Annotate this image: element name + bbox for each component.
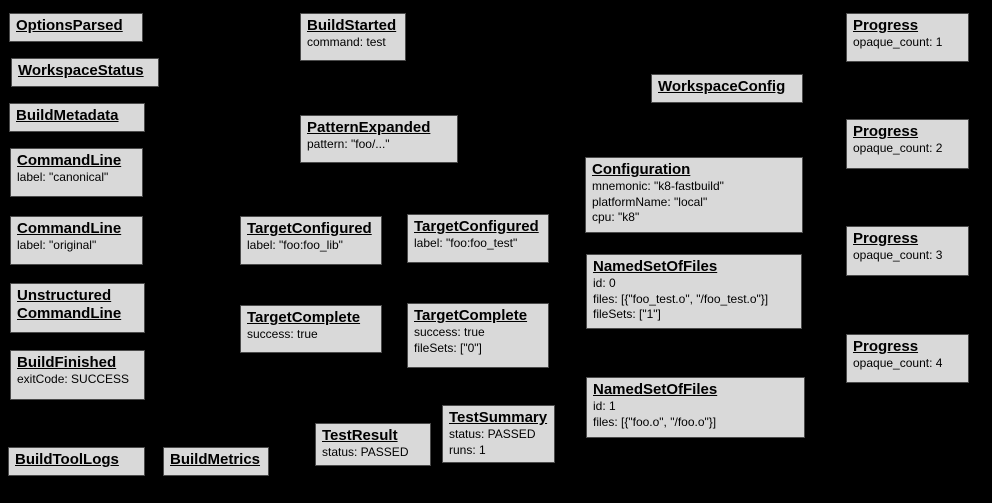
node-title: PatternExpanded xyxy=(307,119,431,136)
node-title: TargetComplete xyxy=(414,307,528,324)
node-field: opaque_count: 4 xyxy=(853,356,943,371)
node-title: CommandLine xyxy=(17,152,122,169)
node-title: Progress xyxy=(853,123,919,140)
node-field: runs: 1 xyxy=(449,442,486,457)
node-field: success: true xyxy=(414,325,485,340)
node-title: TargetConfigured xyxy=(414,218,539,235)
node-field: fileSets: ["0"] xyxy=(414,340,482,355)
node-unstructured-command-line: Unstructured CommandLine xyxy=(10,283,145,333)
node-field: status: PASSED xyxy=(449,427,536,442)
node-field: label: "foo:foo_lib" xyxy=(247,238,343,253)
node-progress-1: Progress opaque_count: 1 xyxy=(846,13,969,62)
node-test-result: TestResult status: PASSED xyxy=(315,423,431,466)
node-field: id: 1 xyxy=(593,399,616,414)
node-target-complete-test: TargetComplete success: true fileSets: [… xyxy=(407,303,549,368)
node-title: TestSummary xyxy=(449,409,548,426)
node-title: Progress xyxy=(853,338,919,355)
node-workspace-config: WorkspaceConfig xyxy=(651,74,803,103)
node-title: TargetComplete xyxy=(247,309,361,326)
node-field: files: [{"foo_test.o", "/foo_test.o"}] xyxy=(593,291,769,306)
node-target-configured-lib: TargetConfigured label: "foo:foo_lib" xyxy=(240,216,382,265)
node-title: TestResult xyxy=(322,427,398,444)
node-target-complete-lib: TargetComplete success: true xyxy=(240,305,382,353)
node-title: OptionsParsed xyxy=(16,17,123,34)
node-field: cpu: "k8" xyxy=(592,210,640,225)
node-build-metrics: BuildMetrics xyxy=(163,447,269,476)
node-build-tool-logs: BuildToolLogs xyxy=(8,447,145,476)
node-field: pattern: "foo/..." xyxy=(307,137,390,152)
node-field: status: PASSED xyxy=(322,445,409,460)
node-field: id: 0 xyxy=(593,276,616,291)
node-field: label: "canonical" xyxy=(17,170,109,185)
node-field: label: "original" xyxy=(17,238,97,253)
node-build-started: BuildStarted command: test xyxy=(300,13,406,61)
node-title: WorkspaceConfig xyxy=(658,78,786,95)
node-title: Progress xyxy=(853,17,919,34)
node-title: NamedSetOfFiles xyxy=(593,258,718,275)
node-title: NamedSetOfFiles xyxy=(593,381,718,398)
node-progress-2: Progress opaque_count: 2 xyxy=(846,119,969,169)
node-configuration: Configuration mnemonic: "k8-fastbuild" p… xyxy=(585,157,803,233)
node-field: fileSets: ["1"] xyxy=(593,307,661,322)
node-test-summary: TestSummary status: PASSED runs: 1 xyxy=(442,405,555,463)
node-command-line-original: CommandLine label: "original" xyxy=(10,216,143,265)
node-field: label: "foo:foo_test" xyxy=(414,236,518,251)
node-named-set-of-files-1: NamedSetOfFiles id: 1 files: [{"foo.o", … xyxy=(586,377,805,438)
node-title: TargetConfigured xyxy=(247,220,372,237)
node-command-line-canonical: CommandLine label: "canonical" xyxy=(10,148,143,197)
node-pattern-expanded: PatternExpanded pattern: "foo/..." xyxy=(300,115,458,163)
node-field: opaque_count: 2 xyxy=(853,141,943,156)
node-field: opaque_count: 3 xyxy=(853,248,943,263)
node-field: platformName: "local" xyxy=(592,194,708,209)
node-field: command: test xyxy=(307,35,386,50)
node-title: Progress xyxy=(853,230,919,247)
node-named-set-of-files-0: NamedSetOfFiles id: 0 files: [{"foo_test… xyxy=(586,254,802,329)
node-field: opaque_count: 1 xyxy=(853,35,943,50)
node-field: files: [{"foo.o", "/foo.o"}] xyxy=(593,414,717,429)
node-title: Unstructured CommandLine xyxy=(17,287,122,323)
node-field: mnemonic: "k8-fastbuild" xyxy=(592,179,724,194)
node-title: BuildMetadata xyxy=(16,107,119,124)
node-title: Configuration xyxy=(592,161,691,178)
node-title: WorkspaceStatus xyxy=(18,62,144,79)
node-progress-3: Progress opaque_count: 3 xyxy=(846,226,969,276)
node-progress-4: Progress opaque_count: 4 xyxy=(846,334,969,383)
node-target-configured-test: TargetConfigured label: "foo:foo_test" xyxy=(407,214,549,263)
node-field: exitCode: SUCCESS xyxy=(17,372,130,387)
node-build-metadata: BuildMetadata xyxy=(9,103,145,132)
node-options-parsed: OptionsParsed xyxy=(9,13,143,42)
node-title: BuildMetrics xyxy=(170,451,261,468)
node-build-finished: BuildFinished exitCode: SUCCESS xyxy=(10,350,145,400)
node-title: BuildToolLogs xyxy=(15,451,119,468)
node-field: success: true xyxy=(247,327,318,342)
node-title: BuildStarted xyxy=(307,17,397,34)
node-title: CommandLine xyxy=(17,220,122,237)
node-title: BuildFinished xyxy=(17,354,117,371)
node-workspace-status: WorkspaceStatus xyxy=(11,58,159,87)
